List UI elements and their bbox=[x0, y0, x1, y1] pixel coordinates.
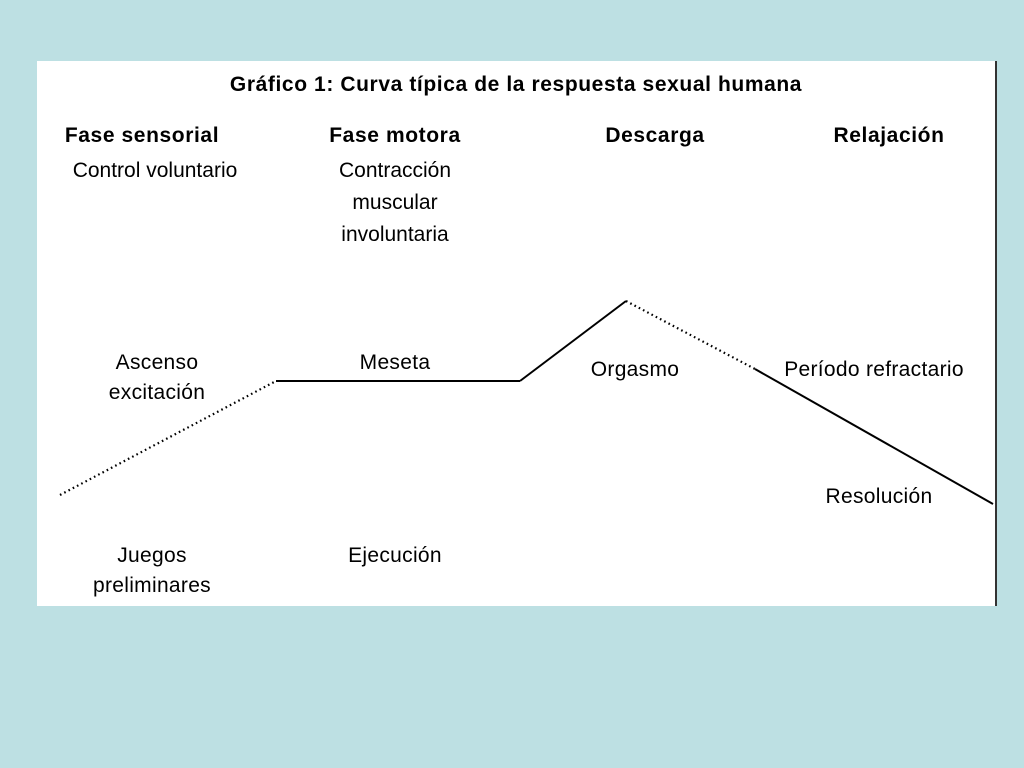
curve-resolucion-segment bbox=[754, 368, 994, 505]
label-periodo-refractario: Período refractario bbox=[784, 358, 964, 381]
phase-heading-relajacion: Relajación bbox=[833, 124, 945, 147]
phase-heading-descarga: Descarga bbox=[605, 124, 705, 147]
diagram-panel: Gráfico 1: Curva típica de la respuesta … bbox=[37, 61, 997, 606]
phase-sub-sensorial: Control voluntario bbox=[72, 159, 238, 182]
curve-refractario-segment bbox=[625, 300, 756, 370]
label-ascenso: Ascenso excitación bbox=[108, 351, 206, 404]
phase-heading-sensorial: Fase sensorial bbox=[64, 124, 220, 147]
label-juegos-preliminares: Juegos preliminares bbox=[93, 544, 211, 597]
label-resolucion: Resolución bbox=[825, 485, 933, 508]
response-curve bbox=[59, 300, 994, 505]
phase-heading-motora: Fase motora bbox=[329, 124, 461, 147]
phase-sub-motora: Contracción muscular involuntaria bbox=[338, 159, 452, 246]
label-orgasmo: Orgasmo bbox=[590, 358, 680, 381]
diagram-title: Gráfico 1: Curva típica de la respuesta … bbox=[229, 73, 803, 96]
label-ejecucion: Ejecución bbox=[348, 544, 442, 567]
curve-orgasmo-segment bbox=[519, 300, 627, 382]
label-meseta: Meseta bbox=[359, 351, 431, 374]
